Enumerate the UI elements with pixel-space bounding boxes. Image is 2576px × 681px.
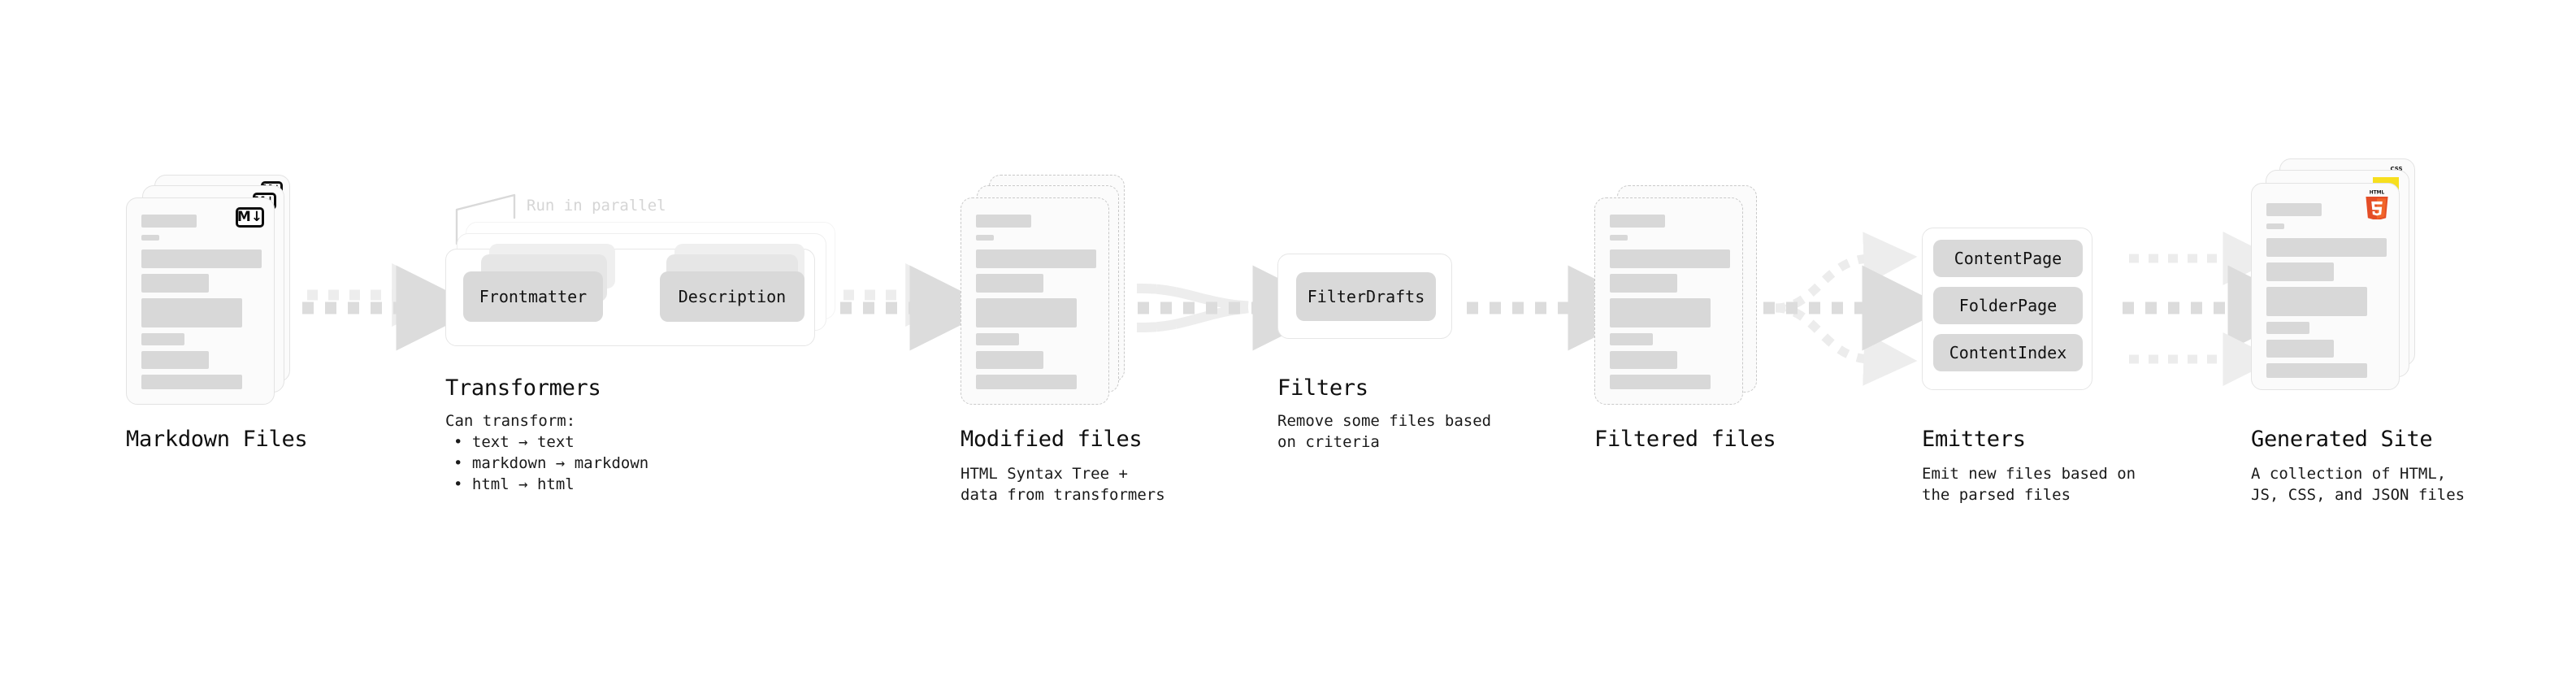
filtered-card-front[interactable] (1594, 197, 1743, 405)
stage-title-generated-site: Generated Site (2251, 427, 2433, 452)
skeleton-line (2266, 238, 2387, 257)
stage-title-markdown-files: Markdown Files (126, 427, 308, 452)
modified-caption-0: HTML Syntax Tree + (961, 465, 1128, 483)
html5-icon: HTML (2366, 190, 2388, 219)
skeleton-line (141, 351, 209, 369)
stage-markdown-files: M↓ M↓ M↓ Markdown Files (0, 0, 325, 681)
skeleton-line (2266, 262, 2334, 281)
transformers-caption-1: • text → text (453, 433, 575, 451)
chip-folderpage[interactable]: FolderPage (1933, 287, 2083, 324)
skeleton-line (2266, 340, 2334, 358)
skeleton-line (2266, 322, 2309, 334)
skeleton-line (976, 274, 1043, 293)
skeleton-line (976, 249, 1096, 268)
transformers-caption-0: Can transform: (445, 412, 576, 430)
skeleton-line (2266, 223, 2284, 229)
skeleton-line (1610, 249, 1730, 268)
arrow-filtered-to-emitters (1763, 232, 1948, 386)
chip-filterdrafts[interactable]: FilterDrafts (1296, 272, 1436, 321)
skeleton-line (1610, 235, 1628, 241)
stage-generated-site: CSS HTML (0, 0, 2465, 681)
emitters-caption-1: the parsed files (1922, 486, 2071, 504)
skeleton-line (141, 274, 209, 293)
skeleton-line (1610, 351, 1677, 369)
skeleton-line (141, 298, 242, 327)
chip-description[interactable]: Description (660, 271, 804, 322)
skeleton-line (1610, 375, 1711, 389)
stage-filtered-files: Filtered files (0, 0, 1776, 681)
skeleton-line (141, 249, 262, 268)
stage-modified-files: Modified files HTML Syntax Tree + data f… (0, 0, 1165, 681)
skeleton-line (976, 351, 1043, 369)
skeleton-line (141, 215, 197, 228)
filters-caption-0: Remove some files based (1277, 412, 1492, 430)
skeleton-line (1610, 215, 1665, 228)
modified-caption-1: data from transformers (961, 486, 1165, 504)
skeleton-line (1610, 298, 1711, 327)
skeleton-line (976, 215, 1031, 228)
site-caption-1: JS, CSS, and JSON files (2251, 486, 2465, 504)
emitters-box[interactable]: ContentPage FolderPage ContentIndex (1922, 228, 2092, 390)
skeleton-line (1610, 274, 1677, 293)
stage-emitters: ContentPage FolderPage ContentIndex Emit… (0, 0, 2136, 681)
markdown-icon: M↓ (236, 207, 264, 228)
svg-text:CSS: CSS (2390, 166, 2402, 172)
skeleton-line (976, 298, 1077, 327)
stage-title-emitters: Emitters (1922, 427, 2026, 452)
run-in-parallel-label: Run in parallel (527, 197, 666, 215)
chip-frontmatter[interactable]: Frontmatter (463, 271, 603, 322)
filters-box[interactable]: FilterDrafts (1277, 254, 1452, 339)
stage-title-modified-files: Modified files (961, 427, 1143, 452)
skeleton-line (2266, 363, 2367, 378)
stage-title-transformers: Transformers (445, 375, 601, 401)
stage-title-filtered-files: Filtered files (1594, 427, 1776, 452)
chip-contentpage[interactable]: ContentPage (1933, 240, 2083, 277)
stage-filters: FilterDrafts Filters Remove some files b… (0, 0, 1491, 681)
stage-title-filters: Filters (1277, 375, 1368, 401)
skeleton-line (976, 375, 1077, 389)
transformers-caption-3: • html → html (453, 475, 575, 493)
skeleton-line (141, 375, 242, 389)
stage-transformers: Run in parallel Frontmatter Description … (0, 0, 835, 681)
skeleton-line (976, 235, 994, 241)
modified-card-front[interactable] (961, 197, 1109, 405)
svg-text:HTML: HTML (2370, 190, 2385, 195)
arrow-modified-to-filters (1136, 265, 1338, 351)
transformers-caption-2: • markdown → markdown (453, 454, 649, 472)
markdown-card-front[interactable]: M↓ (126, 197, 275, 405)
site-caption-0: A collection of HTML, (2251, 465, 2447, 483)
skeleton-line (976, 333, 1019, 345)
site-card-html[interactable]: HTML (2251, 183, 2400, 390)
skeleton-line (1610, 333, 1653, 345)
skeleton-line (2266, 287, 2367, 316)
skeleton-line (2266, 203, 2322, 216)
skeleton-line (141, 235, 159, 241)
arrow-emitters-to-site (2123, 232, 2314, 386)
emitters-caption-0: Emit new files based on (1922, 465, 2136, 483)
chip-contentindex[interactable]: ContentIndex (1933, 334, 2083, 371)
filters-caption-1: on criteria (1277, 433, 1380, 451)
skeleton-line (141, 333, 184, 345)
